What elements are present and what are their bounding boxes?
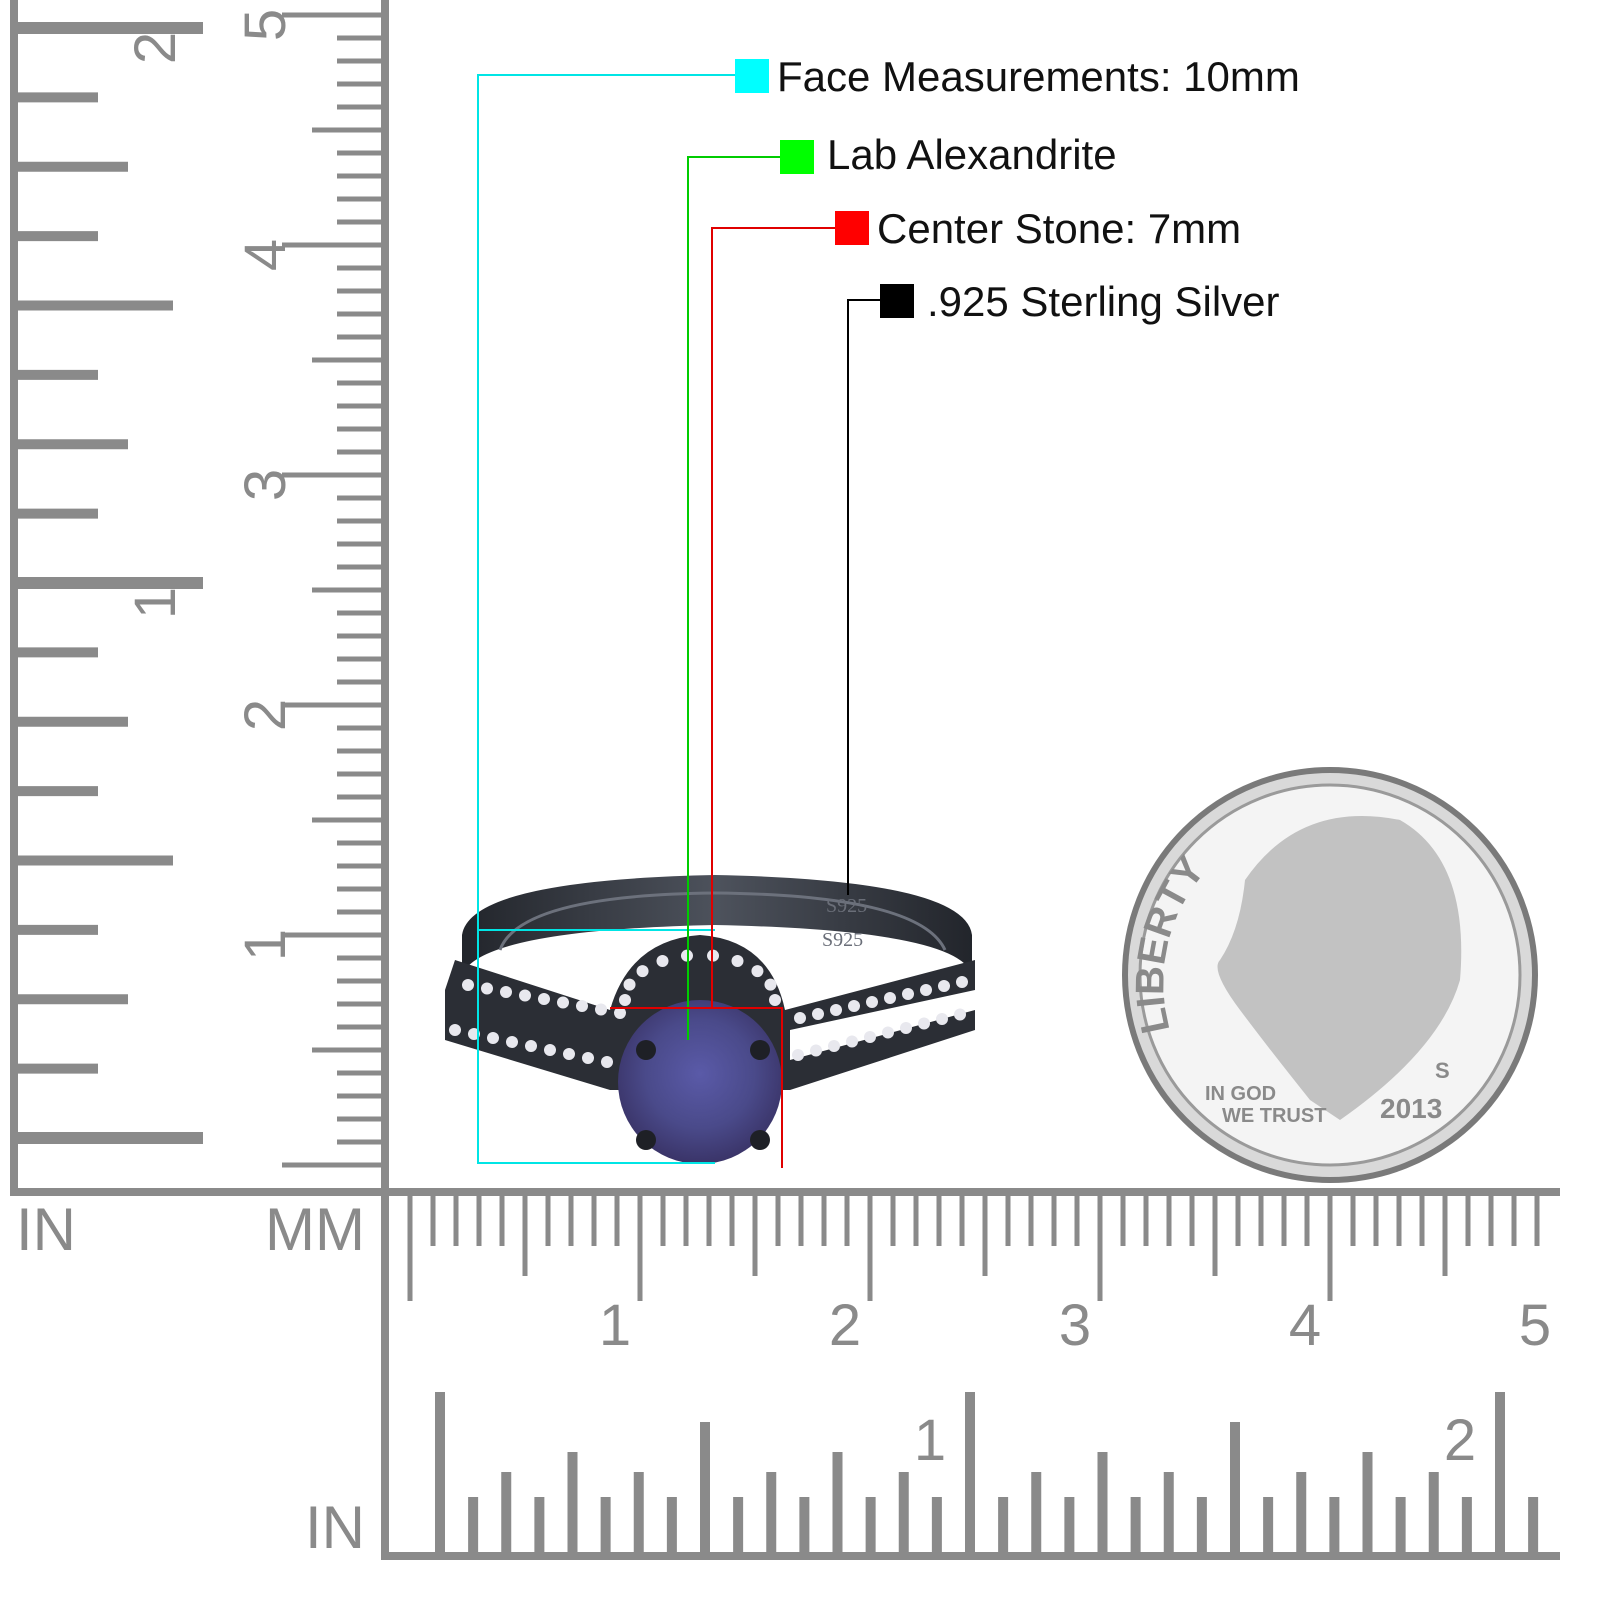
- pave-diamond: [954, 1008, 966, 1021]
- pave-diamond: [731, 955, 744, 968]
- pave-diamond: [764, 978, 777, 991]
- pave-diamond: [623, 978, 636, 991]
- vertical-cm-label: 5: [233, 9, 298, 41]
- legend-sterling-silver: .925 Sterling Silver: [927, 278, 1280, 325]
- pave-diamond: [884, 992, 896, 1004]
- pave-diamond: [707, 949, 720, 962]
- legend-swatch-black: [880, 284, 914, 318]
- vertical-cm-label: 4: [233, 239, 298, 271]
- pave-diamond: [582, 1052, 594, 1064]
- pave-diamond: [848, 1000, 860, 1012]
- horizontal-cm-label: 1: [599, 1293, 631, 1358]
- pave-diamond: [866, 996, 878, 1008]
- pave-diamond: [519, 989, 531, 1002]
- legend-center-stone: Center Stone: 7mm: [877, 205, 1242, 252]
- ring-stamp-bottom: S925: [822, 929, 863, 951]
- pave-diamond: [576, 1000, 588, 1012]
- pave-diamond: [794, 1012, 806, 1024]
- pave-diamond: [882, 1026, 894, 1039]
- pave-diamond: [449, 1024, 461, 1036]
- legend-swatch-red: [835, 211, 869, 245]
- pave-diamond: [846, 1035, 858, 1048]
- pave-diamond: [902, 988, 914, 1000]
- horizontal-inch-label: 2: [1444, 1408, 1476, 1473]
- coin-year: 2013: [1380, 1093, 1442, 1124]
- pave-diamond: [864, 1031, 876, 1043]
- horizontal-cm-label: 5: [1519, 1293, 1551, 1358]
- pave-diamond: [828, 1040, 840, 1052]
- pave-diamond: [538, 993, 550, 1005]
- pave-diamond: [751, 965, 764, 978]
- pave-diamond: [557, 996, 569, 1009]
- pave-diamond: [792, 1049, 804, 1061]
- pave-diamond: [900, 1022, 912, 1034]
- ring: S925 S925: [445, 875, 975, 1164]
- pave-diamond: [619, 994, 631, 1006]
- coin-mint-mark: S: [1435, 1058, 1450, 1083]
- legend-swatch-cyan: [735, 59, 769, 93]
- center-stone: [618, 1000, 782, 1164]
- dime-coin: LIBERTY IN GOD WE TRUST 2013 S: [1122, 767, 1538, 1183]
- pave-diamond: [481, 982, 493, 995]
- unit-label-in-bottom: IN: [305, 1494, 365, 1561]
- pave-diamond: [544, 1044, 556, 1056]
- pave-diamond: [920, 984, 932, 996]
- pave-diamond: [563, 1048, 575, 1060]
- vertical-cm-label: 1: [233, 929, 298, 961]
- vertical-cm-label: 3: [233, 469, 298, 501]
- pave-diamond: [938, 980, 950, 992]
- pave-diamond: [614, 1007, 626, 1019]
- horizontal-cm-label: 2: [829, 1293, 861, 1358]
- pave-diamond: [500, 986, 512, 998]
- unit-label-mm: MM: [265, 1196, 365, 1263]
- coin-motto-line1: IN GOD: [1205, 1083, 1276, 1105]
- pave-diamond: [956, 976, 968, 988]
- pave-diamond: [506, 1036, 518, 1048]
- coin-motto-line2: WE TRUST: [1222, 1105, 1326, 1127]
- legend-lab-alexandrite: Lab Alexandrite: [827, 131, 1117, 178]
- pave-diamond: [462, 979, 474, 991]
- ring-stamp-top: S925: [826, 895, 867, 917]
- pave-diamond: [918, 1017, 930, 1030]
- vertical-inch-label: 2: [123, 32, 188, 64]
- vertical-cm-label: 2: [233, 699, 298, 731]
- pave-diamond: [487, 1032, 499, 1044]
- pave-diamond: [595, 1003, 607, 1016]
- pave-diamond: [656, 955, 669, 968]
- horizontal-cm-label: 4: [1289, 1293, 1321, 1358]
- pave-diamond: [601, 1056, 613, 1068]
- pave-diamond: [936, 1013, 948, 1025]
- pave-diamond: [769, 994, 781, 1006]
- measurement-lines: [477, 74, 880, 1168]
- pave-diamond: [812, 1008, 824, 1020]
- unit-label-in-left: IN: [16, 1196, 76, 1263]
- horizontal-inch-label: 1: [914, 1408, 946, 1473]
- legend-face-measurements: Face Measurements: 10mm: [777, 53, 1300, 100]
- pave-diamond: [636, 965, 649, 978]
- pave-diamond: [525, 1040, 537, 1052]
- legend-swatch-green: [780, 140, 814, 174]
- pave-diamond: [680, 949, 693, 962]
- pave-diamond: [810, 1044, 822, 1057]
- vertical-inch-label: 1: [123, 587, 188, 619]
- pave-diamonds: [449, 949, 968, 1068]
- horizontal-cm-label: 3: [1059, 1293, 1091, 1358]
- pave-diamond: [830, 1004, 842, 1016]
